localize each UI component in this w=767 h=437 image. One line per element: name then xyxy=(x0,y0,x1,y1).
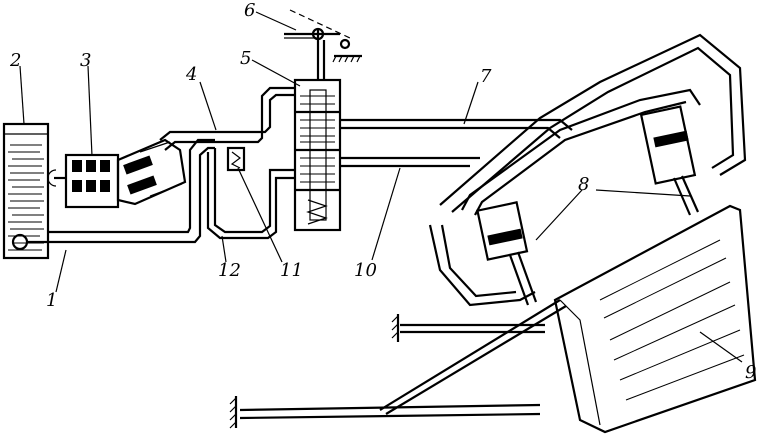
label-8: 8 xyxy=(578,174,589,195)
oil-tank xyxy=(2,122,50,260)
label-10: 10 xyxy=(354,260,377,281)
label-5: 5 xyxy=(240,48,251,69)
label-2: 2 xyxy=(9,50,21,71)
control-valve xyxy=(293,78,342,232)
label-1: 1 xyxy=(46,290,57,311)
part-labels: 2 3 4 5 6 7 8 9 10 11 12 1 xyxy=(9,0,756,383)
pipelines xyxy=(27,33,747,307)
push-frame xyxy=(229,299,567,429)
label-7: 7 xyxy=(480,66,492,87)
label-12: 12 xyxy=(218,260,241,281)
label-4: 4 xyxy=(185,64,197,85)
lift-cylinders xyxy=(476,105,700,306)
control-lever xyxy=(284,9,362,80)
leader-lines xyxy=(19,11,743,363)
label-9: 9 xyxy=(745,362,756,383)
blade xyxy=(553,204,757,434)
pump xyxy=(47,138,187,209)
label-3: 3 xyxy=(80,50,91,71)
label-11: 11 xyxy=(280,260,303,281)
label-6: 6 xyxy=(244,0,255,21)
